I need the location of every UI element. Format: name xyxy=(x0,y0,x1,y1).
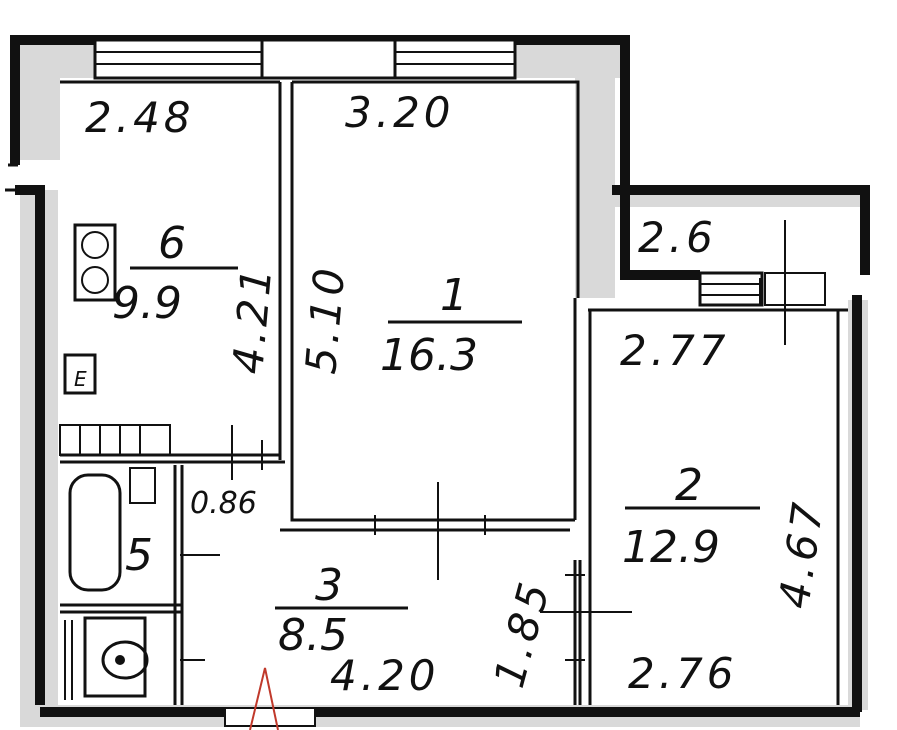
entrance-arrow xyxy=(249,667,279,730)
room-2-width-bottom: 2.76 xyxy=(628,649,738,698)
room-6-area: 9.9 xyxy=(112,278,182,329)
fixtures: E xyxy=(59,223,171,700)
stove-icon xyxy=(73,223,117,302)
room-2-length: 4.67 xyxy=(769,496,833,611)
room-3-side: 0.86 xyxy=(190,486,257,521)
room-3-number: 3 xyxy=(315,560,343,611)
room-6-width: 2.48 xyxy=(85,93,195,142)
room-6-number: 6 xyxy=(158,218,186,269)
svg-text:E: E xyxy=(74,367,87,391)
room-3-area: 8.5 xyxy=(278,610,348,661)
room-6-length: 4.21 xyxy=(223,263,281,376)
toilet-icon xyxy=(101,640,149,680)
room-2-number: 2 xyxy=(675,460,703,511)
bathtub-icon xyxy=(68,473,122,592)
dimension-ticks xyxy=(180,425,632,661)
balcony-width: 2.6 xyxy=(638,213,717,262)
washbasin-icon xyxy=(129,467,156,504)
bath-label: 5 xyxy=(125,530,153,581)
counter xyxy=(59,424,171,456)
room-2-area: 12.9 xyxy=(622,522,720,573)
room-1-number: 1 xyxy=(440,270,468,321)
toilet-cistern xyxy=(83,616,147,698)
room-3-width: 4.20 xyxy=(330,651,440,700)
room-1-width: 3.20 xyxy=(345,88,455,137)
room-1-length: 5.10 xyxy=(296,263,354,376)
sink-icon xyxy=(63,353,97,395)
room-2-width-top: 2.77 xyxy=(620,326,730,375)
room-1-area: 16.3 xyxy=(380,330,478,381)
room-3-length: 1.85 xyxy=(484,574,560,692)
interior-walls xyxy=(60,80,848,705)
windows xyxy=(93,38,826,727)
